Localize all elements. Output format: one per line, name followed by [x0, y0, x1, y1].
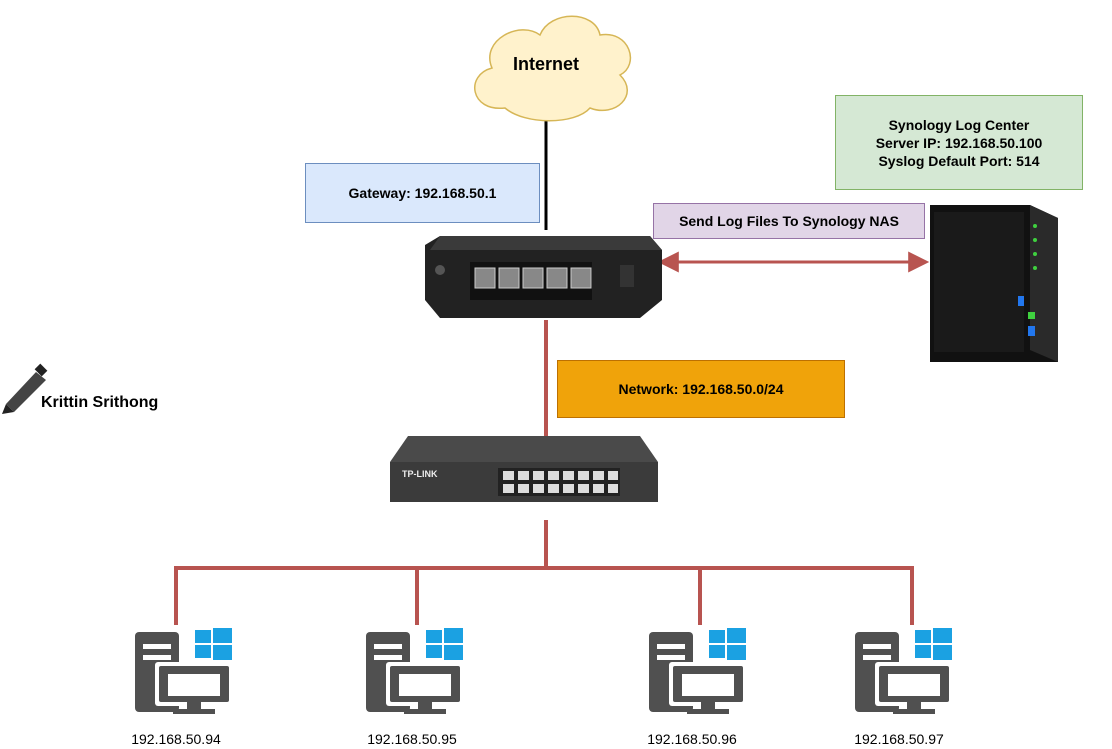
- log-center-title: Synology Log Center: [888, 116, 1030, 133]
- network-box: Network: 192.168.50.0/24: [557, 360, 845, 418]
- clients-layer: [135, 628, 953, 714]
- client-links: [174, 520, 914, 625]
- windows-icon: [709, 628, 746, 660]
- gateway-label: Gateway: 192.168.50.1: [348, 185, 497, 201]
- windows-icon: [426, 628, 463, 660]
- log-center-box: Synology Log Center Server IP: 192.168.5…: [835, 95, 1083, 190]
- client-pc-4: [855, 628, 953, 714]
- client-pc-2: [366, 628, 464, 714]
- author-name: Krittin Srithong: [41, 394, 159, 411]
- gateway-label-box: Gateway: 192.168.50.1: [305, 163, 540, 223]
- client-pc-3: [649, 628, 747, 714]
- client-ip-3: 192.168.50.96: [647, 731, 737, 747]
- client-ip-4: 192.168.50.97: [854, 731, 944, 747]
- router: [425, 236, 662, 318]
- send-log-box: Send Log Files To Synology NAS: [653, 203, 925, 239]
- client-pc-1: [135, 628, 233, 714]
- synology-nas: [930, 205, 1058, 362]
- log-center-server-ip: Server IP: 192.168.50.100: [875, 134, 1043, 151]
- internet-cloud: [474, 15, 631, 122]
- switch-brand: TP-LINK: [402, 469, 438, 479]
- windows-icon: [915, 628, 952, 660]
- internet-label: Internet: [513, 54, 579, 74]
- windows-icon: [195, 628, 232, 660]
- network-label: Network: 192.168.50.0/24: [618, 381, 784, 397]
- send-log-label: Send Log Files To Synology NAS: [679, 213, 899, 229]
- log-center-port: Syslog Default Port: 514: [878, 152, 1040, 169]
- client-ip-1: 192.168.50.94: [131, 731, 221, 747]
- switch: TP-LINK: [390, 436, 658, 502]
- client-ip-2: 192.168.50.95: [367, 731, 457, 747]
- pen-icon: [2, 363, 48, 414]
